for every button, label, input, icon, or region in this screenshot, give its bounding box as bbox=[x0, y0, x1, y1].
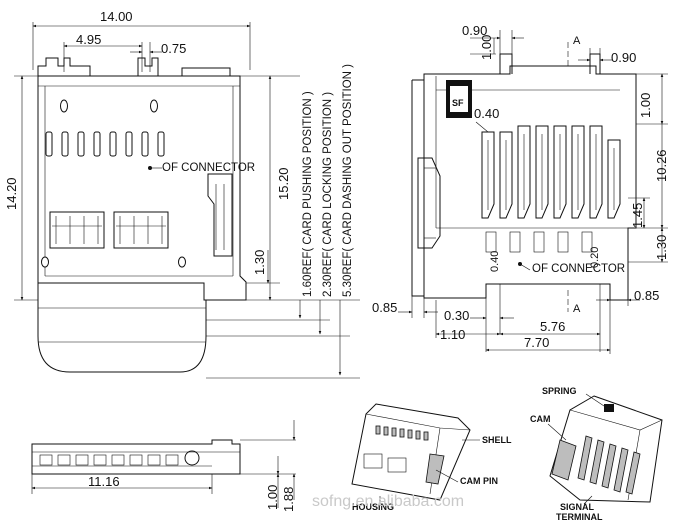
dim-height-1-30: 1.30 bbox=[654, 235, 669, 260]
dim-height-15-20: 15.20 bbox=[276, 167, 291, 200]
bottom-view: 11.16 1.00 1.88 bbox=[31, 420, 296, 512]
iso-label-housing: HOUSING bbox=[352, 502, 394, 512]
svg-text:SF: SF bbox=[452, 98, 464, 108]
dim-slot-width: 0.75 bbox=[161, 41, 186, 56]
dim-pitch-0-40: 0.40 bbox=[489, 251, 501, 272]
dim-bottom-right-0-85: 0.85 bbox=[634, 288, 659, 303]
side-connector-label: OF CONNECTOR bbox=[532, 263, 625, 275]
dim-pitch-0-40-top: 0.40 bbox=[474, 106, 499, 121]
front-contact-windows bbox=[45, 131, 165, 157]
section-a-bottom: A bbox=[573, 303, 581, 315]
ref-note-1: 1.60REF( CARD PUSHING POSITION ) bbox=[302, 91, 314, 297]
dim-bottom-width: 11.16 bbox=[88, 474, 120, 489]
iso-label-shell: SHELL bbox=[482, 435, 512, 445]
dim-overall-width: 14.00 bbox=[100, 9, 133, 24]
dim-right-1-00: 1.00 bbox=[638, 93, 653, 118]
dim-1-10: 1.10 bbox=[440, 327, 465, 342]
dim-overall-height: 14.20 bbox=[4, 177, 19, 210]
dim-bottom-1-00: 1.00 bbox=[265, 485, 280, 510]
side-terminals bbox=[481, 125, 621, 219]
ref-note-2: 2.30REF( CARD LOCKING POSITION ) bbox=[322, 92, 334, 297]
front-connector-label: OF CONNECTOR bbox=[162, 162, 255, 174]
dim-5-76: 5.76 bbox=[540, 319, 565, 334]
iso-label-cam: CAM bbox=[530, 414, 551, 424]
dim-height-1-30: 1.30 bbox=[252, 250, 267, 275]
dim-bottom-1-88: 1.88 bbox=[281, 487, 296, 512]
dim-offset-left: 4.95 bbox=[76, 32, 101, 47]
dim-height-1-45: 1.45 bbox=[630, 203, 645, 228]
dim-7-70: 7.70 bbox=[524, 335, 549, 350]
dim-left-1-00: 1.00 bbox=[479, 35, 494, 60]
dim-top-right-0-90: 0.90 bbox=[611, 50, 636, 65]
iso-label-spring: SPRING bbox=[542, 386, 577, 396]
iso-label-cam-pin: CAM PIN bbox=[460, 476, 498, 486]
dim-bottom-left-0-85: 0.85 bbox=[372, 300, 397, 315]
iso-label-terminal: TERMINAL bbox=[556, 512, 603, 522]
section-a-top: A bbox=[573, 35, 581, 47]
dim-top-left-0-90: 0.90 bbox=[462, 23, 487, 38]
front-view: 14.00 4.95 0.75 14.20 bbox=[4, 9, 360, 379]
iso-view-left: SHELL CAM PIN HOUSING bbox=[351, 403, 512, 512]
dim-0-20: 0.20 bbox=[589, 247, 601, 268]
side-view: SF A A bbox=[372, 23, 669, 354]
ref-note-3: 5.30REF( CARD DASHING OUT POSITION ) bbox=[342, 64, 354, 297]
dim-0-30: 0.30 bbox=[444, 308, 469, 323]
watermark: sofng.en.alibaba.com bbox=[312, 493, 464, 510]
iso-view-right: SPRING CAM SIGNAL TERMINAL bbox=[530, 386, 663, 522]
dim-height-10-26: 10.26 bbox=[654, 149, 669, 182]
iso-label-signal: SIGNAL bbox=[560, 502, 595, 512]
